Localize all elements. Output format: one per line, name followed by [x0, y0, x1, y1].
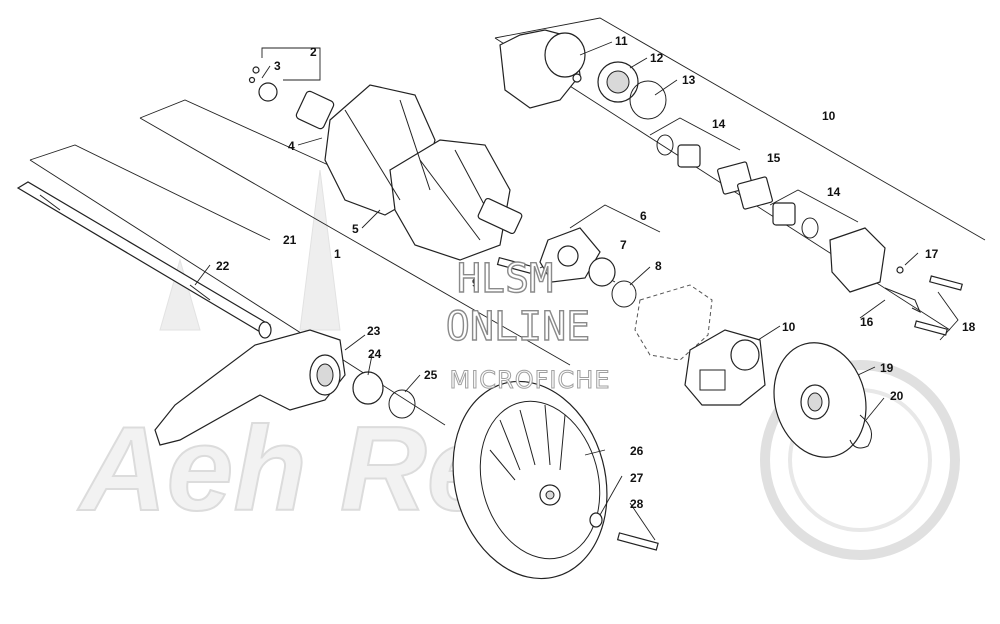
callout-leaders — [194, 41, 919, 541]
callout-27: 27 — [630, 471, 644, 485]
drive-shaft — [16, 181, 272, 339]
driven-clutch — [452, 380, 659, 580]
callout-24: 24 — [368, 347, 382, 361]
callout-4: 4 — [288, 139, 295, 153]
callout-12: 12 — [650, 51, 664, 65]
callout-13: 13 — [682, 73, 696, 87]
wheel-watermark-icon — [760, 360, 960, 560]
brake-disc — [773, 342, 873, 458]
brake-caliper-upper — [499, 29, 963, 336]
callout-11: 11 — [615, 34, 628, 48]
drive-arm — [154, 329, 416, 446]
hlsm-watermark: HLSM ONLINE MICROFICHE — [445, 255, 611, 394]
callout-23: 23 — [367, 324, 381, 338]
callout-19: 19 — [880, 361, 894, 375]
callout-26: 26 — [630, 444, 644, 458]
gasket — [634, 284, 713, 361]
callout-15: 15 — [767, 151, 781, 165]
callout-18: 18 — [962, 320, 976, 334]
callout-6: 6 — [640, 209, 647, 223]
callout-9: 9 — [472, 276, 479, 290]
skyline-watermark-icon — [159, 169, 341, 331]
callout-10-lower: 10 — [782, 320, 796, 334]
callout-25: 25 — [424, 368, 438, 382]
callout-1: 1 — [334, 247, 341, 261]
callout-28: 28 — [630, 497, 644, 511]
brake-caliper-lower — [684, 329, 766, 406]
callout-2: 2 — [310, 45, 317, 59]
watermark-line-2: ONLINE — [446, 304, 591, 350]
callout-17: 17 — [925, 247, 939, 261]
callout-5: 5 — [352, 222, 359, 236]
watermark-line-1: HLSM — [457, 256, 553, 302]
callout-22: 22 — [216, 259, 230, 273]
gearcase-assembly — [248, 66, 523, 261]
callout-7: 7 — [620, 238, 627, 252]
callout-16: 16 — [860, 315, 874, 329]
callout-8: 8 — [655, 259, 662, 273]
callout-14-upper: 14 — [712, 117, 726, 131]
watermark-line-3: MICROFICHE — [450, 366, 611, 394]
callout-labels: 1 2 3 4 5 6 7 8 9 10 10 11 12 13 14 14 1… — [216, 34, 976, 511]
callout-14-lower: 14 — [827, 185, 841, 199]
callout-10-upper: 10 — [822, 109, 836, 123]
callout-3: 3 — [274, 59, 281, 73]
bearing-plate — [496, 227, 637, 308]
callout-21: 21 — [283, 233, 297, 247]
callout-20: 20 — [890, 389, 904, 403]
